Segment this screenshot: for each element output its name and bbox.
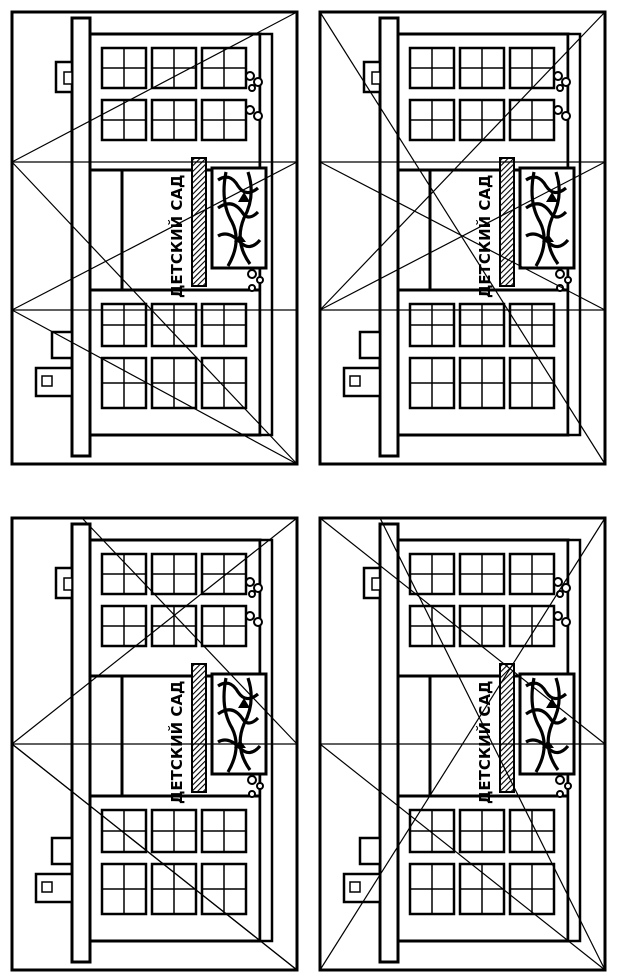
kindergarten-sign: ДЕТСКИЙ САД [475, 175, 494, 298]
kindergarten-building-illustration [34, 522, 274, 964]
cut-guide-line [319, 11, 606, 311]
kindergarten-building-illustration [342, 522, 582, 964]
cut-guide-line [319, 517, 606, 745]
cut-guide-line [319, 161, 606, 311]
cut-guide-line [319, 743, 606, 971]
cut-guide-line [319, 517, 606, 971]
kindergarten-sign: ДЕТСКИЙ САД [167, 681, 186, 804]
cut-guide-line [11, 161, 298, 311]
card-top-right: ДЕТСКИЙ САД [318, 10, 607, 466]
cut-guide-line [11, 11, 298, 163]
cut-guide-line [319, 11, 606, 465]
cut-guide-line [81, 517, 298, 745]
card-bottom-left: ДЕТСКИЙ САД [10, 516, 299, 972]
cut-guide-line [11, 517, 298, 745]
card-top-left: ДЕТСКИЙ САД [10, 10, 299, 466]
cut-guide-line [11, 743, 298, 971]
kindergarten-sign: ДЕТСКИЙ САД [475, 681, 494, 804]
kindergarten-sign: ДЕТСКИЙ САД [167, 175, 186, 298]
cut-guide-line [11, 309, 298, 465]
card-bottom-right: ДЕТСКИЙ САД [318, 516, 607, 972]
kindergarten-building-illustration [34, 16, 274, 458]
cut-guide-line [379, 517, 606, 971]
cut-guide-line [11, 161, 298, 465]
